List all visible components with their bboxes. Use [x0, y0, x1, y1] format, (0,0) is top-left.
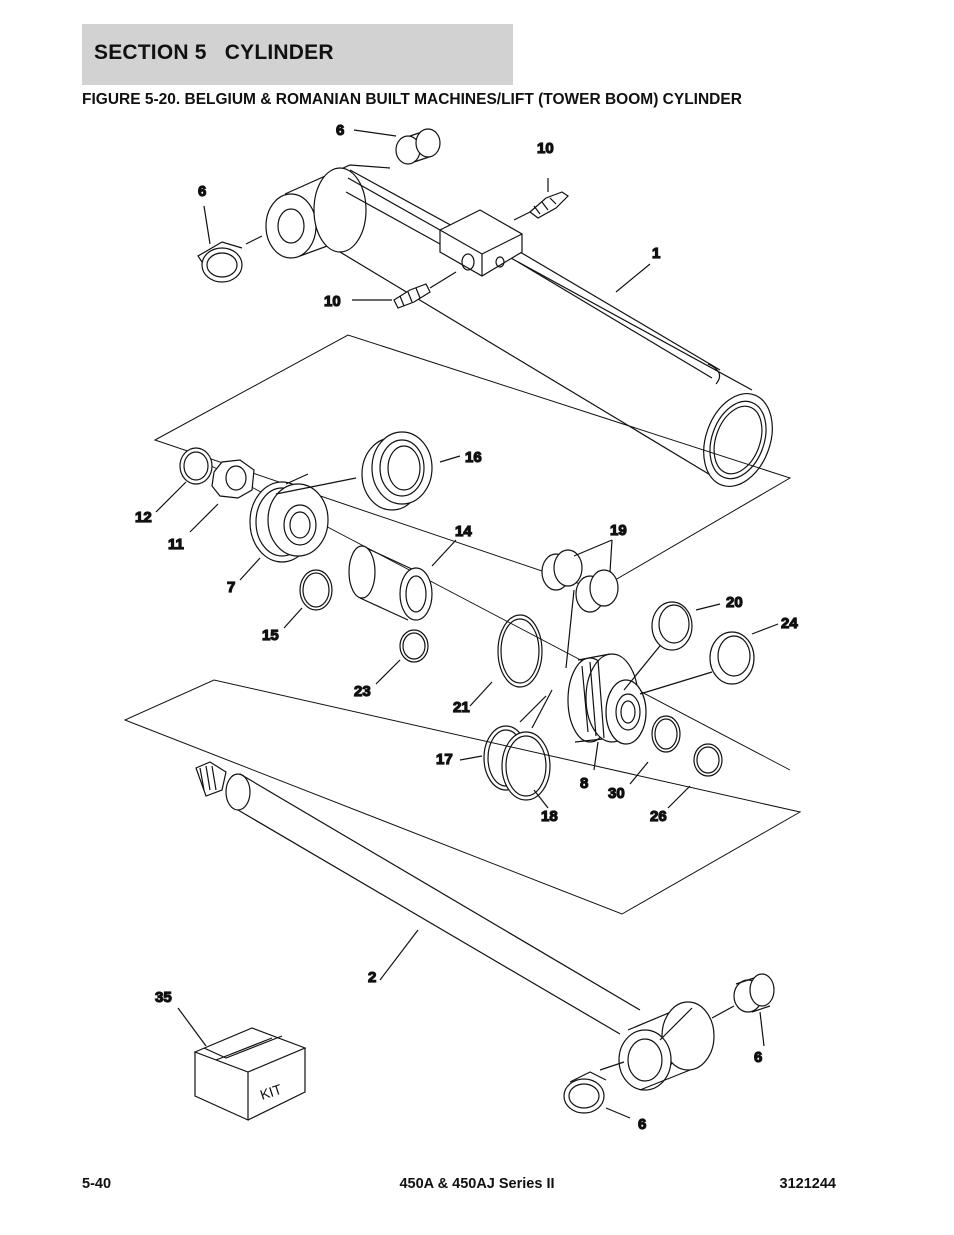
callout-18: 18: [541, 808, 558, 825]
ring-26: [667, 743, 723, 809]
lock-nut-11: [189, 459, 255, 533]
bushing-lower-right: [733, 973, 775, 1047]
callout-12: 12: [135, 509, 152, 526]
document-number: 3121244: [779, 1176, 836, 1192]
seal-24: [709, 623, 779, 685]
callout-2: 2: [368, 969, 376, 986]
exploded-plane-upper: [153, 334, 792, 591]
wear-ring-16: [361, 431, 461, 511]
callout-6: 6: [754, 1049, 762, 1066]
callout-6: 6: [638, 1116, 646, 1133]
callout-10: 10: [537, 140, 554, 157]
piston-rod-2: [195, 761, 735, 1091]
snap-ring-12: [155, 447, 213, 513]
callout-26: 26: [650, 808, 667, 825]
callout-8: 8: [580, 775, 588, 792]
snap-ring-30: [629, 715, 681, 785]
callout-6: 6: [336, 122, 344, 139]
o-ring-23: [375, 629, 429, 685]
kit-box-label: KIT: [258, 1081, 284, 1103]
callout-7: 7: [227, 579, 235, 596]
o-ring-21: [469, 614, 543, 707]
figure-title: FIGURE 5-20. BELGIUM & ROMANIAN BUILT MA…: [82, 91, 742, 108]
bushing-lower-left: [563, 1071, 631, 1119]
callout-14: 14: [455, 523, 472, 540]
seal-20: [651, 601, 721, 651]
spacer-tube-14: [348, 539, 457, 621]
callout-21: 21: [453, 699, 470, 716]
hydraulic-fitting-upper: [513, 178, 569, 221]
exploded-plane-lower: [123, 679, 802, 915]
callout-6: 6: [198, 183, 206, 200]
wear-ring-19: [541, 539, 619, 669]
bushing-upper-left: [197, 205, 263, 283]
piston-8: [567, 635, 713, 771]
callout-19: 19: [610, 522, 627, 539]
callout-11: 11: [168, 536, 184, 553]
cylinder-barrel: [265, 164, 773, 488]
callout-23: 23: [354, 683, 371, 700]
hydraulic-fitting-lower: [352, 271, 457, 309]
callout-1: 1: [652, 245, 660, 262]
callout-24: 24: [781, 615, 798, 632]
seal-kit-box: [177, 1007, 307, 1121]
callout-20: 20: [726, 594, 743, 611]
section-title: SECTION 5 CYLINDER: [94, 41, 334, 64]
callout-35: 35: [155, 989, 172, 1006]
callout-17: 17: [436, 751, 453, 768]
callout-16: 16: [465, 449, 482, 466]
callout-15: 15: [262, 627, 279, 644]
callout-10: 10: [324, 293, 341, 310]
cylinder-head-7: [239, 473, 357, 581]
page-number: 5-40: [82, 1176, 112, 1192]
bushing-upper-right: [353, 128, 441, 165]
section-header-bar: SECTION 5 CYLINDER: [82, 24, 513, 85]
model-name: 450A & 450AJ Series II: [399, 1176, 555, 1192]
seal-rings-17-18: [459, 689, 553, 809]
o-ring-15: [283, 569, 333, 629]
callout-30: 30: [608, 785, 625, 802]
